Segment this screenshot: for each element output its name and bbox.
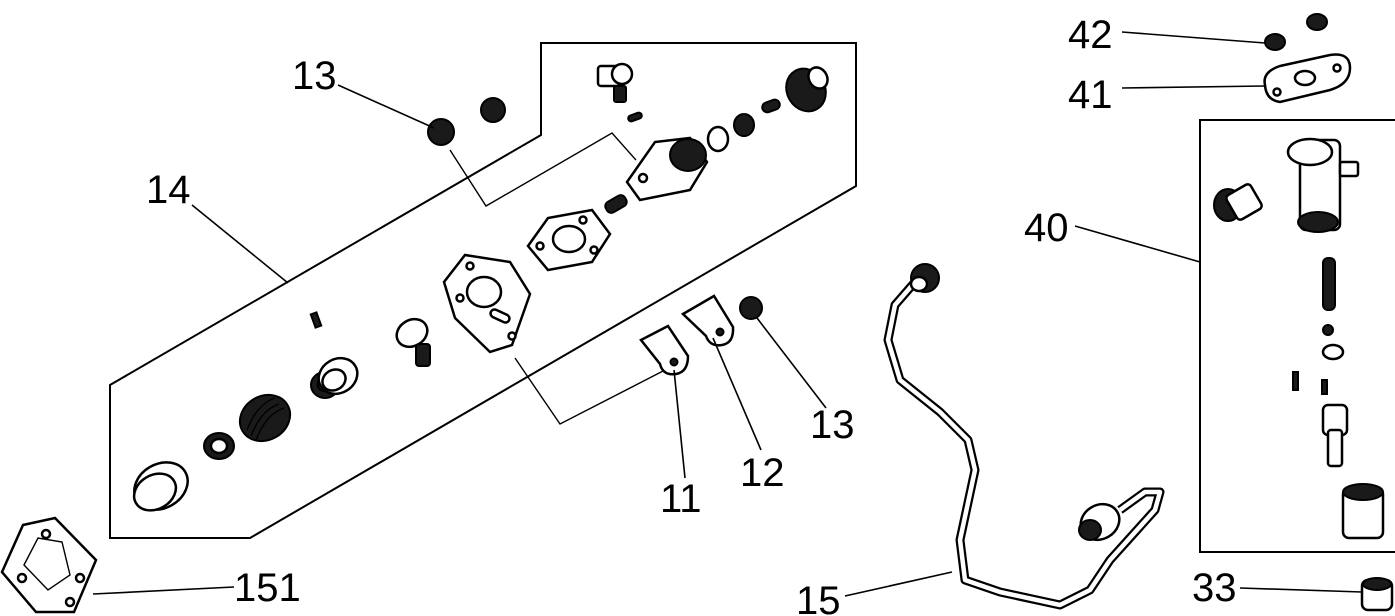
pump-parts-group (132, 62, 829, 512)
callout-13-top: 13 (292, 54, 337, 98)
callout-14: 14 (146, 168, 191, 212)
nut-42 (1264, 33, 1286, 51)
nut-13-top-2 (480, 97, 506, 123)
injector-40 (1213, 137, 1385, 540)
callout-11: 11 (660, 477, 702, 521)
gasket-151 (0, 516, 98, 614)
assembly-frame-14 (109, 42, 857, 539)
callout-13-right: 13 (810, 403, 855, 447)
nut-13-top (427, 118, 455, 146)
callout-12: 12 (740, 451, 785, 495)
washer-12 (680, 294, 735, 347)
callout-15: 15 (796, 579, 841, 616)
leader-lines (92, 31, 1363, 597)
callout-42: 42 (1068, 13, 1113, 57)
callout-41: 41 (1068, 73, 1113, 117)
washer-33 (1360, 577, 1394, 612)
nut-13-right (739, 296, 763, 320)
injector-frame-40 (1199, 119, 1395, 553)
callout-151: 151 (234, 566, 301, 610)
nut-42-2 (1306, 13, 1328, 31)
fuel-pipe-15 (883, 263, 1165, 610)
callout-40: 40 (1024, 206, 1069, 250)
washer-11 (639, 324, 690, 376)
callout-33: 33 (1192, 566, 1237, 610)
clamp-plate-41 (1263, 53, 1352, 104)
